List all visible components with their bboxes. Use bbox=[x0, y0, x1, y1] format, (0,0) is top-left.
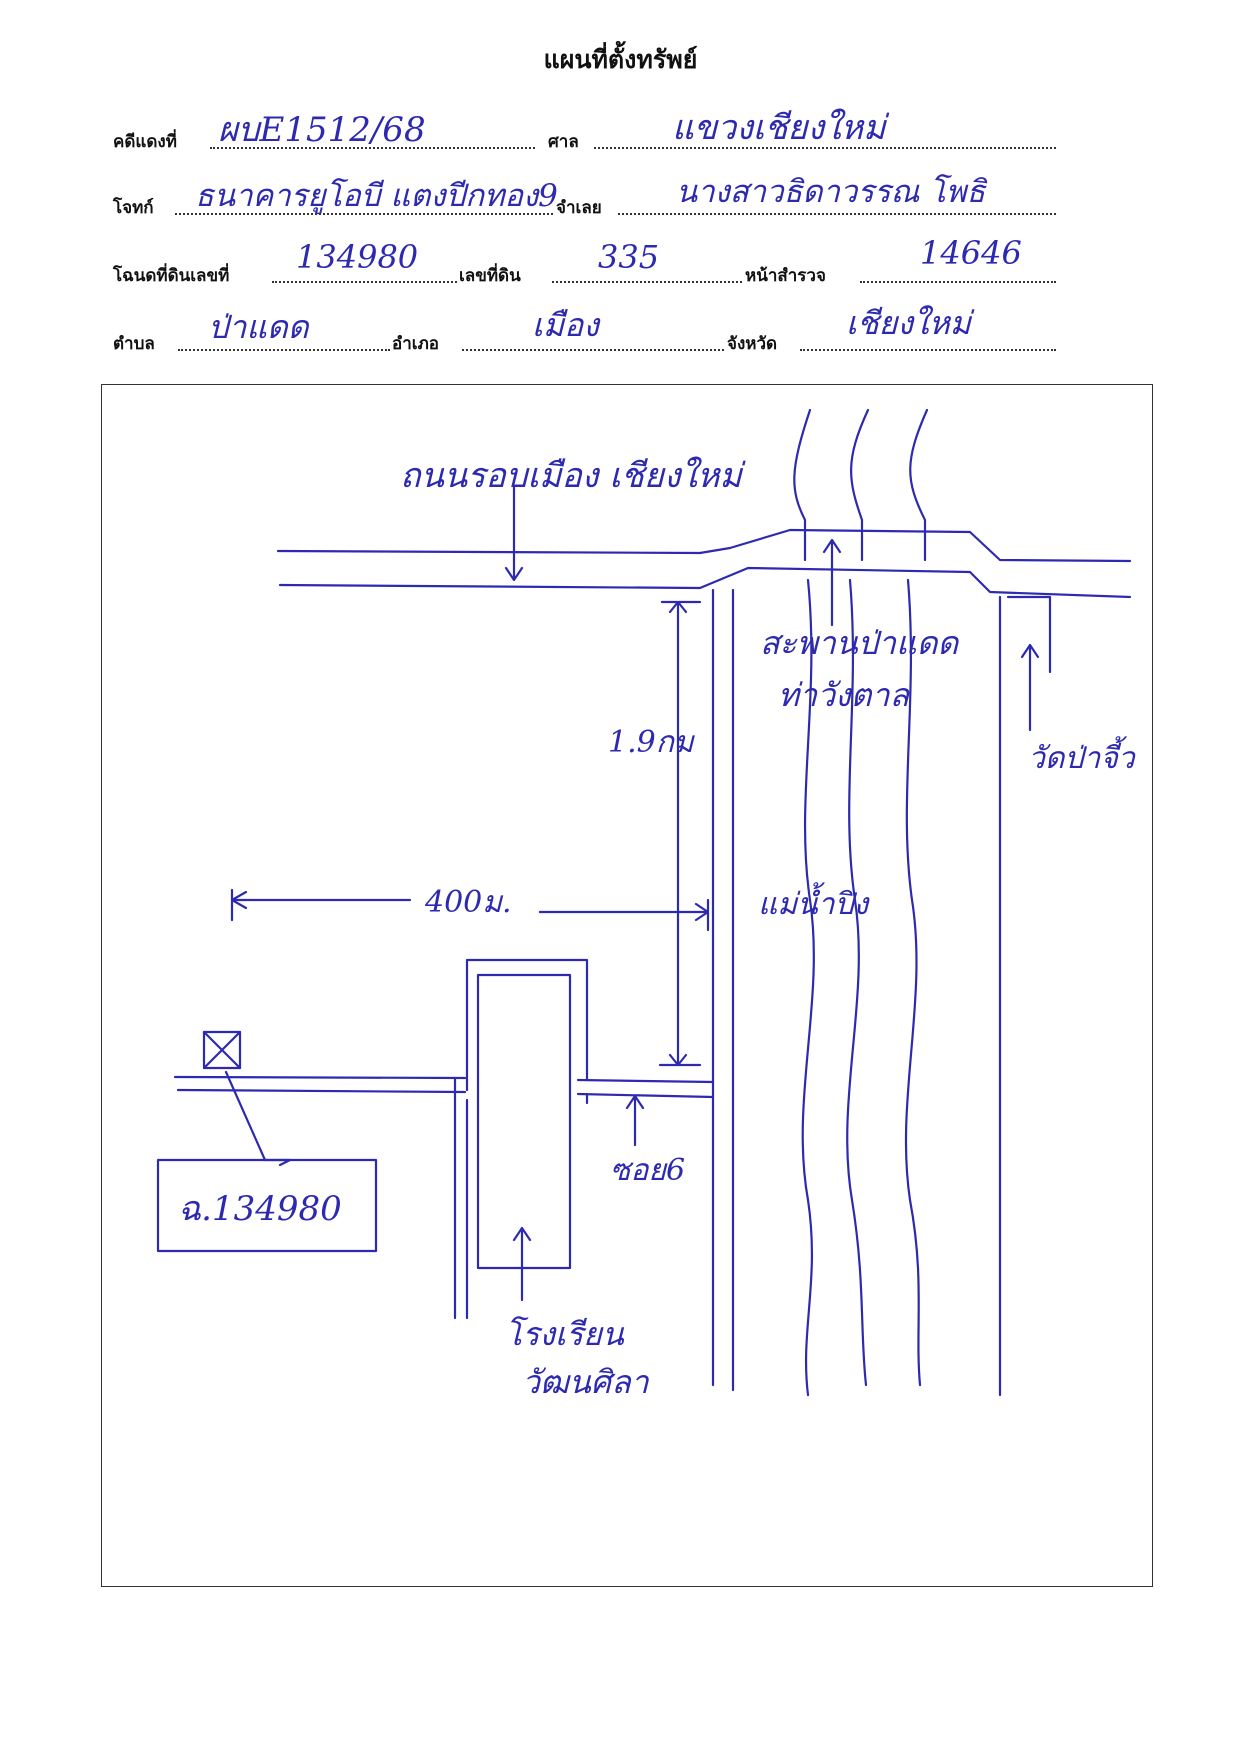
defendant-value: นางสาวธิดาวรรณ โพธิ bbox=[676, 174, 986, 210]
temple-label: วัดป่าจี้ว bbox=[1028, 736, 1137, 776]
case-no-label: คดีแดงที่ bbox=[113, 132, 177, 152]
soi6-line-bottom bbox=[176, 1088, 467, 1094]
court-value: แขวงเชียงใหม่ bbox=[672, 108, 886, 148]
case-no-value: ผบE1512/68 bbox=[218, 110, 426, 150]
property-marker-cross bbox=[202, 1030, 242, 1070]
school-label-line2: วัฒนศิลา bbox=[522, 1363, 650, 1401]
school-inner bbox=[476, 973, 572, 1270]
survey-dots bbox=[860, 280, 1056, 283]
province-value: เชียงใหม่ bbox=[846, 304, 971, 342]
subdistrict-label: ตำบล bbox=[113, 334, 155, 354]
province-label: จังหวัด bbox=[727, 334, 778, 354]
river-line-5 bbox=[846, 578, 868, 1387]
land-no-value: 335 bbox=[598, 238, 660, 276]
ring-road-label: ถนนรอบเมือง เชียงใหม่ bbox=[400, 456, 746, 496]
district-value: เมือง bbox=[532, 306, 599, 344]
school-outer bbox=[465, 958, 589, 1320]
subdistrict-dots bbox=[178, 348, 390, 351]
map-frame bbox=[101, 384, 1153, 1587]
soi6-right-top bbox=[576, 1078, 715, 1084]
plaintiff-value: ธนาคารยูโอบี แตงปีกทอง9 bbox=[195, 178, 558, 214]
river-line-2 bbox=[850, 408, 870, 562]
defendant-label: จำเลย bbox=[556, 198, 602, 218]
river-line-1 bbox=[793, 408, 812, 562]
soi6-line-top bbox=[173, 1075, 467, 1080]
case-no-dots bbox=[210, 146, 535, 149]
dim-vertical bbox=[658, 600, 702, 1067]
river-label: แม่น้ำปิง bbox=[758, 882, 871, 922]
soi6-right-bottom bbox=[576, 1092, 715, 1099]
bridge-label-line2: ท่าวังตาล bbox=[778, 676, 910, 714]
arrow-school bbox=[512, 1226, 532, 1302]
ring-road-line-top bbox=[276, 528, 1132, 563]
soi6-label: ซอย6 bbox=[610, 1153, 685, 1188]
arrow-soi6 bbox=[625, 1094, 645, 1147]
property-marker bbox=[202, 1030, 242, 1070]
deed-callout-box bbox=[156, 1158, 378, 1253]
court-dots bbox=[594, 146, 1056, 149]
plaintiff-dots bbox=[175, 212, 553, 215]
school-label-line1: โรงเรียน bbox=[505, 1315, 625, 1353]
arrow-bridge bbox=[822, 538, 842, 627]
bridge-label-line1: สะพานป่าแดด bbox=[760, 624, 960, 662]
page-title: แผนที่ตั้งทรัพย์ bbox=[543, 45, 698, 74]
land-no-label: เลขที่ดิน bbox=[459, 266, 521, 286]
deed-box-label: ฉ.134980 bbox=[178, 1189, 342, 1229]
deed-label: โฉนดที่ดินเลขที่ bbox=[113, 266, 230, 286]
arrow-ring-road bbox=[504, 485, 524, 582]
distance-vertical-label: 1.9กม bbox=[608, 725, 696, 760]
land-no-dots bbox=[552, 280, 742, 283]
river-line-3 bbox=[909, 408, 929, 562]
dim-horizontal bbox=[230, 888, 710, 932]
deed-value: 134980 bbox=[296, 238, 419, 276]
deed-callout-pointer bbox=[224, 1070, 292, 1167]
survey-value: 14646 bbox=[920, 234, 1022, 272]
ring-road-line-bottom bbox=[278, 566, 1132, 599]
plaintiff-label: โจทก์ bbox=[113, 198, 154, 218]
court-label: ศาล bbox=[548, 132, 579, 152]
river-line-4 bbox=[801, 578, 815, 1397]
arrow-temple bbox=[1020, 643, 1040, 732]
district-label: อำเภอ bbox=[392, 334, 439, 354]
survey-label: หน้าสำรวจ bbox=[745, 266, 826, 286]
river-line-6 bbox=[904, 578, 922, 1387]
distance-horizontal-label: 400ม. bbox=[424, 885, 512, 920]
district-dots bbox=[462, 348, 724, 351]
subdistrict-value: ป่าแดด bbox=[208, 308, 309, 346]
province-dots bbox=[800, 348, 1056, 351]
temple-road-box bbox=[1006, 595, 1052, 674]
deed-dots bbox=[272, 280, 457, 283]
defendant-dots bbox=[618, 212, 1056, 215]
